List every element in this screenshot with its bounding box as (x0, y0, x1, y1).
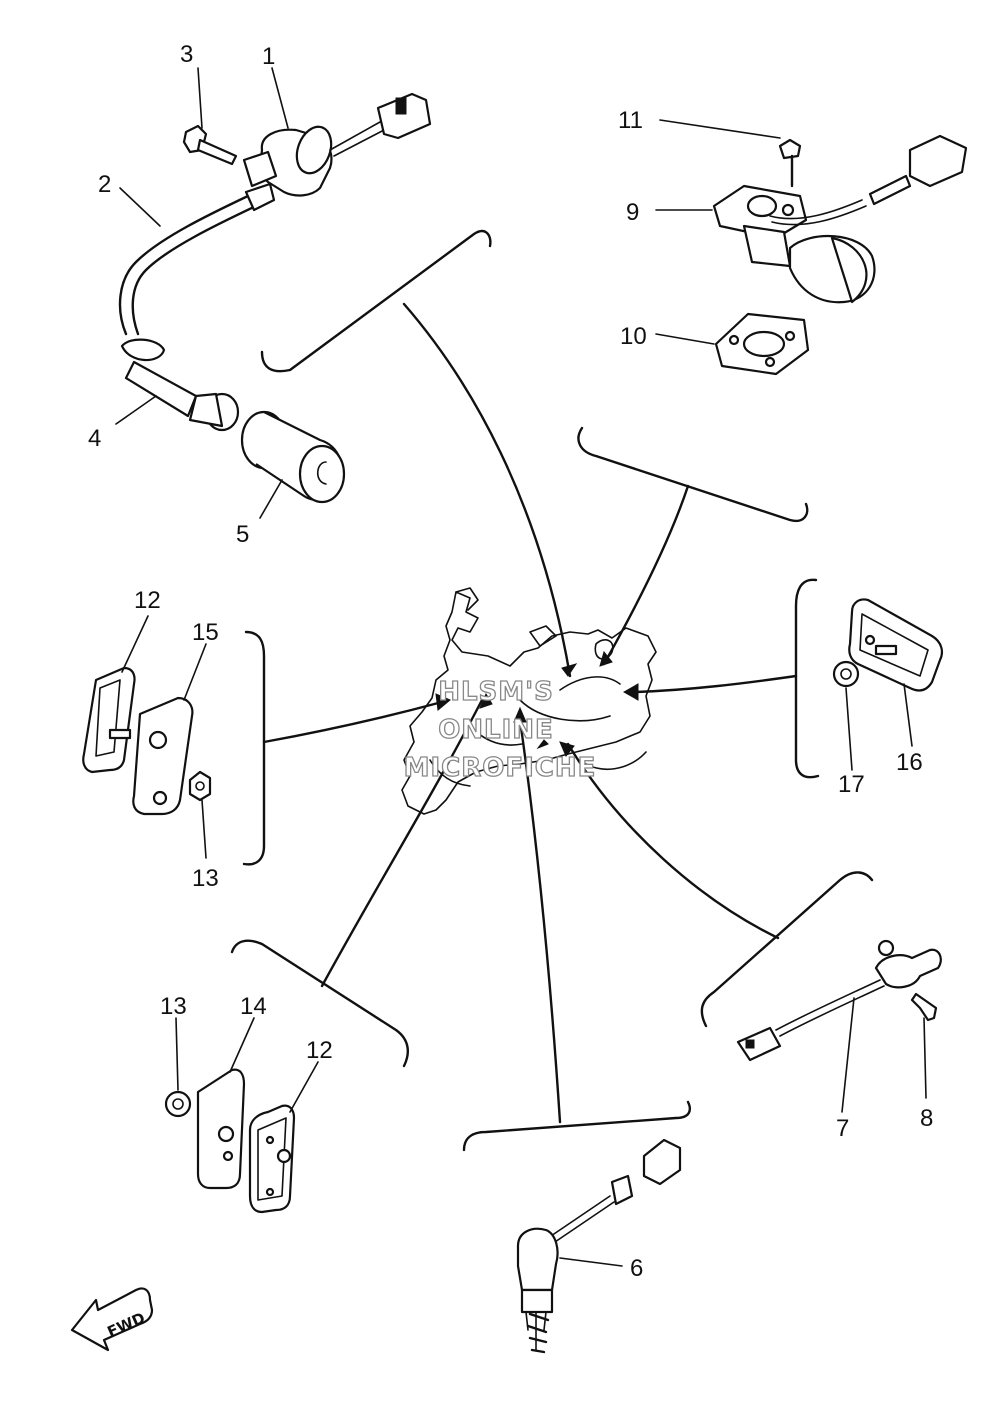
part-7-switch (736, 939, 942, 1062)
callout-16: 16 (896, 749, 923, 776)
bracket-bottom-left (230, 939, 409, 1068)
part-12-reflector-bottom (248, 1104, 296, 1214)
callout-leaders (115, 67, 927, 1267)
callout-12-bottom: 12 (306, 1037, 333, 1064)
leader-bottom-right (566, 742, 780, 940)
fwd-arrow-icon: FWD (70, 1287, 154, 1352)
part-4-plug-cap (124, 360, 240, 432)
part-6-sender (516, 1138, 682, 1354)
bracket-right (794, 578, 820, 779)
part-13-nut-bottom (164, 1090, 192, 1118)
part-10-gasket (714, 312, 810, 376)
callout-15: 15 (192, 619, 219, 646)
callout-12-left: 12 (134, 587, 161, 614)
callout-4: 4 (88, 425, 101, 452)
callout-7: 7 (836, 1115, 849, 1142)
part-8-screw (910, 992, 938, 1022)
part-14-reflector-housing (196, 1068, 246, 1190)
leader-bottom-left (320, 698, 484, 988)
callout-13-left: 13 (192, 865, 219, 892)
callout-3: 3 (180, 41, 193, 68)
watermark-line-2: ONLINE (438, 715, 554, 745)
callout-2: 2 (98, 171, 111, 198)
leader-top-right (602, 484, 690, 666)
bracket-top-left (260, 229, 492, 373)
part-13-nut-left (188, 770, 212, 802)
part-2-high-tension-cord (118, 182, 276, 362)
callout-1: 1 (262, 43, 275, 70)
part-11-screw (778, 138, 802, 188)
leader-top-left (402, 302, 572, 678)
part-9-sender-unit (712, 134, 968, 304)
callout-9: 9 (626, 199, 639, 226)
callout-6: 6 (630, 1255, 643, 1282)
part-17-nut-right (832, 660, 860, 688)
part-15-reflector-housing (132, 696, 194, 816)
callout-8: 8 (920, 1105, 933, 1132)
leader-left (262, 700, 444, 744)
leader-bottom (518, 718, 562, 1124)
part-12-reflector-left (82, 666, 136, 774)
part-1-ignition-coil (242, 92, 432, 197)
callout-17: 17 (838, 771, 865, 798)
callout-labels: 1 2 3 4 5 6 7 8 9 10 11 12 15 13 17 16 1… (88, 41, 933, 1282)
engine-frame-outline (401, 587, 657, 815)
callout-13-bottom: 13 (160, 993, 187, 1020)
bracket-left (242, 630, 266, 866)
bracket-top-right (577, 426, 809, 523)
callout-10: 10 (620, 323, 647, 350)
part-16-reflector-right (848, 598, 943, 692)
bracket-bottom-right (700, 871, 874, 1028)
leader-right (634, 674, 798, 694)
callout-11: 11 (618, 107, 643, 134)
callout-5: 5 (236, 521, 249, 548)
watermark-line-1: HLSM'S (438, 677, 554, 707)
watermark-line-3: MICROFICHE (404, 753, 597, 783)
leader-lines (230, 229, 874, 1152)
part-3-bolt (182, 124, 238, 166)
bracket-bottom (462, 1100, 691, 1152)
part-5-plug-cover (240, 410, 346, 504)
callout-14: 14 (240, 993, 267, 1020)
watermark: HLSM'S ONLINE MICROFICHE (403, 676, 597, 783)
